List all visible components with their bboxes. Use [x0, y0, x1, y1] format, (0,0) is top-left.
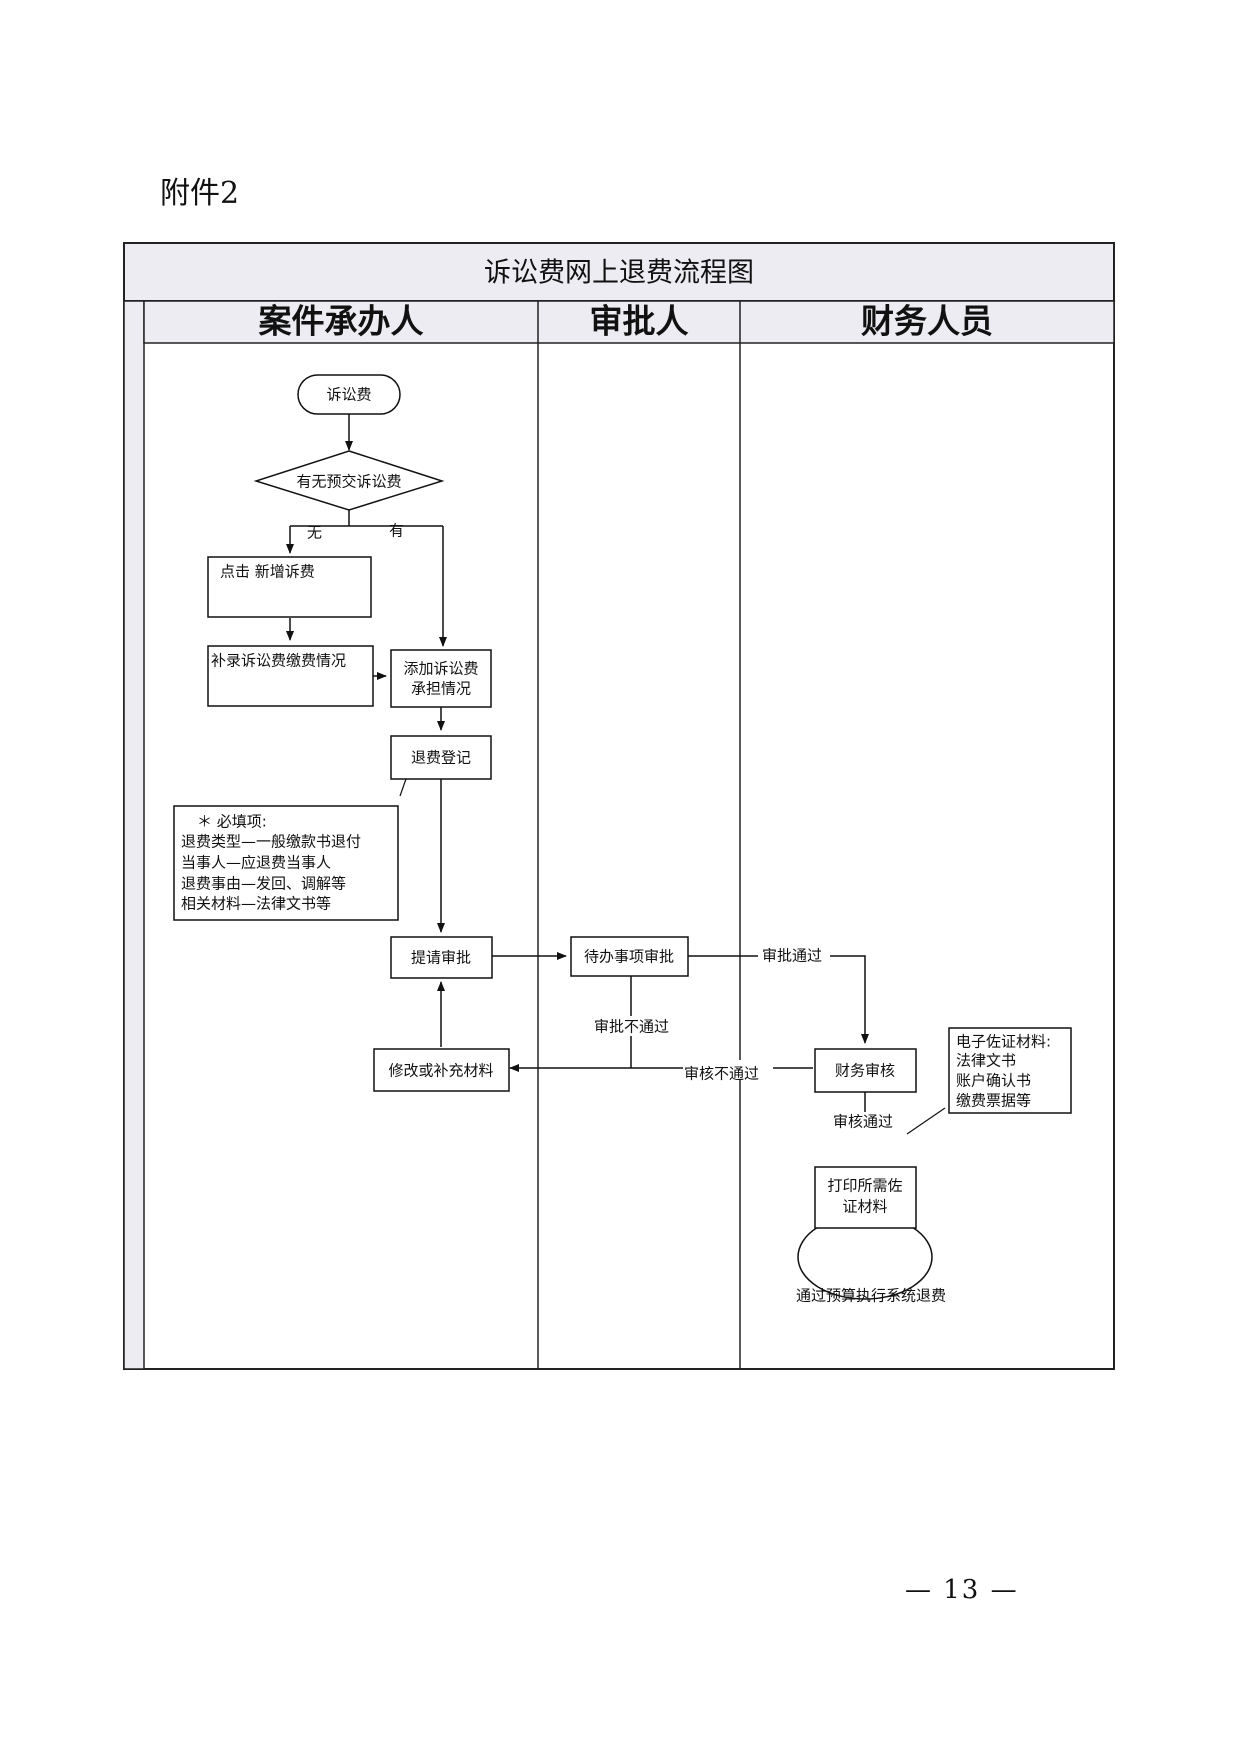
add-label-2: 承担情况 — [411, 680, 471, 698]
print-materials-label-2: 证材料 — [842, 1198, 887, 1216]
edge-label-no: 无 — [307, 524, 322, 542]
evidence-note — [948, 1027, 1072, 1114]
modify-materials-label: 修改或补充材料 — [388, 1062, 493, 1080]
evidence-note-line: 电子佐证材料: — [956, 1033, 1051, 1051]
required-note-line: ＊ 必填项: — [197, 813, 267, 831]
title-bar — [123, 242, 1115, 302]
add-label-1: 添加诉讼费 — [403, 660, 478, 678]
add-box — [390, 649, 492, 708]
lane-header-handler: 案件承办人 — [259, 302, 424, 341]
supplement-label: 补录诉讼费缴费情况 — [211, 652, 346, 670]
lane-header-finance: 财务人员 — [861, 302, 993, 341]
edge-label-review-rejected: 审核不通过 — [684, 1065, 759, 1083]
evidence-note-line: 缴费票据等 — [956, 1092, 1031, 1110]
pending-approval-box — [570, 936, 689, 977]
required-note-line: 当事人—应退费当事人 — [181, 854, 331, 872]
diagram-title: 诉讼费网上退费流程图 — [484, 258, 754, 289]
evidence-note-line: 法律文书 — [956, 1052, 1016, 1070]
attachment-label: 附件2 — [160, 176, 240, 211]
print-materials-label-1: 打印所需佐 — [827, 1177, 902, 1195]
modify-materials-box — [373, 1048, 510, 1092]
start-terminator — [297, 374, 401, 415]
print-materials-box — [814, 1166, 917, 1229]
required-note-line: 退费事由—发回、调解等 — [181, 875, 346, 893]
supplement-box — [207, 645, 374, 707]
lane-header-approver: 审批人 — [590, 302, 689, 341]
required-note-line: 退费类型—一般缴款书退付 — [181, 833, 361, 851]
finance-review-label: 财务审核 — [835, 1062, 895, 1080]
evidence-note-line: 账户确认书 — [956, 1072, 1031, 1090]
lane-header-bg — [143, 300, 1115, 344]
edge-label-review-passed: 审核通过 — [833, 1113, 893, 1131]
edge-label-not-approved: 审批不通过 — [594, 1018, 669, 1036]
end-label: 通过预算执行系统退费 — [796, 1287, 946, 1305]
left-gutter — [123, 300, 145, 1370]
click-new-label: 点击 新增诉费 — [220, 563, 315, 581]
edge-label-approved: 审批通过 — [762, 947, 822, 965]
start-label: 诉讼费 — [326, 386, 371, 404]
required-note-line: 相关材料—法律文书等 — [181, 895, 331, 913]
decision-diamond — [253, 450, 445, 511]
click-new-box — [207, 556, 372, 618]
required-fields-note — [173, 805, 399, 921]
refund-register-label: 退费登记 — [411, 749, 471, 767]
pending-approval-label: 待办事项审批 — [584, 948, 674, 966]
request-approval-label: 提请审批 — [411, 949, 471, 967]
request-approval-box — [390, 936, 493, 979]
refund-register-box — [390, 735, 492, 780]
finance-review-box — [814, 1048, 917, 1093]
decision-label: 有无预交诉讼费 — [296, 473, 401, 491]
edge-label-yes: 有 — [389, 522, 404, 540]
page-number: — 13 — — [905, 1575, 1019, 1605]
